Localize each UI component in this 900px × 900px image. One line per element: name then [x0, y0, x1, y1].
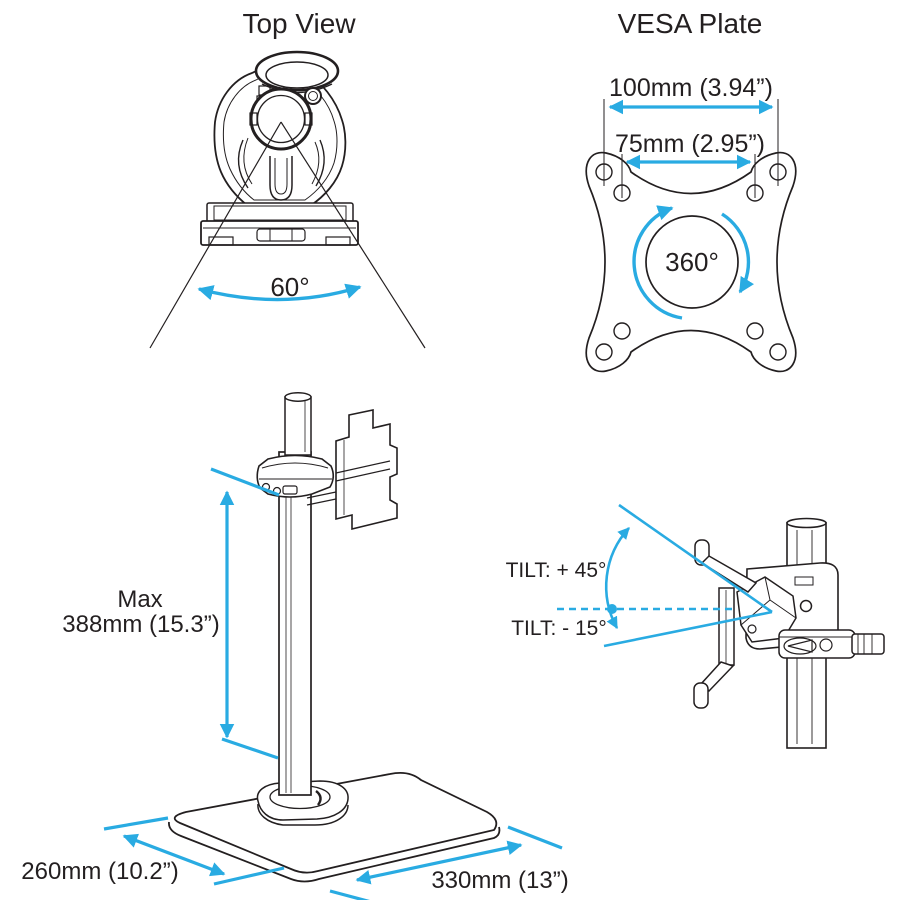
height-dim-tick-top [210, 467, 280, 497]
tilt-clamp-cam-detail [787, 639, 813, 653]
tilt-beak-screw [747, 624, 757, 634]
top-view-swivel-line-left [149, 121, 282, 349]
height-label-line2: 388mm (15.3”) [62, 611, 219, 638]
stand-pole-top [284, 396, 312, 456]
tilt-bracket-arm-top [700, 555, 758, 593]
top-view-ring-tab-right [304, 112, 313, 126]
vesa-hole-inner-bl [613, 322, 631, 340]
vesa-hole-inner-br [746, 322, 764, 340]
stand-bracket-midbar [335, 460, 391, 482]
top-view-ring-tab-left [249, 112, 258, 126]
tilt-drawing [693, 517, 885, 749]
top-view-foot-right [325, 236, 351, 246]
stand-panel: Max 388mm (15.3”) 260mm (10.2”) 330mm (1… [21, 392, 569, 900]
top-view-foot-left [208, 236, 234, 246]
tilt-lever-grooves [857, 634, 873, 654]
stand-collar [256, 454, 335, 498]
tilt-head-hole [799, 599, 813, 613]
stand-pole [278, 451, 312, 796]
top-view-side-knob [304, 87, 322, 105]
stand-bracket-flange-left [306, 491, 337, 506]
top-view-base-slot [256, 228, 306, 242]
top-view-arm-left2 [243, 137, 253, 185]
vesa-dim-75-label: 75mm (2.95”) [615, 130, 765, 158]
top-view-side-knob-inner [308, 91, 318, 101]
tilt-clamp [778, 629, 856, 659]
top-view-u-bracket-inner [274, 158, 288, 195]
vesa-dim-100-label: 100mm (3.94”) [609, 74, 773, 102]
tilt-panel: TILT: + 45° TILT: - 15° [506, 503, 885, 749]
stand-drawing [168, 392, 501, 883]
top-view-base-upper-inner [213, 205, 347, 221]
depth-dim-arrow [122, 833, 226, 877]
top-view-arm-right [315, 139, 325, 187]
top-view-loop-inner [265, 61, 329, 89]
swivel-arc-arrow [197, 283, 362, 302]
vesa-plate-drawing [585, 151, 797, 373]
stand-pole-cap [284, 392, 312, 402]
width-dim-tick-back [507, 825, 563, 850]
stand-mount-ring-shade [315, 790, 322, 806]
top-view-base-lower [200, 220, 359, 246]
width-dim-tick-front [329, 889, 370, 900]
top-view-drawing [149, 50, 426, 349]
tilt-head-tab [794, 576, 814, 586]
rotation-angle-label: 360° [665, 247, 719, 277]
vesa-hole-inner-tr [746, 184, 764, 202]
rotation-arc-left [632, 205, 683, 320]
tilt-clamp-cam [783, 637, 817, 655]
swivel-angle-label: 60° [270, 272, 309, 302]
stand-mount-skirt [257, 803, 349, 826]
vesa-hole-outer-bl [595, 343, 613, 361]
height-dim-tick-bottom [221, 737, 279, 760]
height-label-line1: Max [117, 586, 162, 613]
top-view-u-bracket [269, 156, 293, 201]
depth-dim-tick-back [103, 816, 169, 831]
vesa-hole-outer-tl [595, 163, 613, 181]
stand-collar-latch [282, 485, 298, 495]
vesa-plate-panel: VESA Plate 100mm (3.94”) 75mm (2.95”) 36… [585, 8, 797, 373]
tilt-upper-angle-line [618, 503, 773, 614]
tilt-bracket-arm-bottom [699, 661, 735, 693]
top-view-panel: Top View [149, 8, 426, 349]
tilt-lever [851, 633, 885, 655]
top-view-arm-right2 [311, 141, 320, 185]
vesa-hole-outer-tr [769, 163, 787, 181]
stand-collar-top-arc [261, 462, 329, 469]
vesa-center-circle [645, 215, 739, 309]
top-view-loop-outer [254, 50, 340, 92]
vesa-plate-title: VESA Plate [618, 8, 763, 39]
tilt-pole-cap [786, 517, 827, 529]
rotation-arc-right [721, 212, 755, 294]
tilt-bracket-plate [718, 587, 735, 666]
top-view-swivel-line-right [280, 121, 426, 349]
depth-dim-tick-front [213, 866, 285, 886]
tilt-lower-angle-line [603, 610, 773, 648]
top-view-title: Top View [242, 8, 356, 39]
vesa-hole-inner-tl [613, 184, 631, 202]
vesa-hole-outer-br [769, 343, 787, 361]
stand-base-thickness [168, 821, 501, 883]
width-label: 330mm (13”) [431, 867, 568, 894]
vesa-plate-outline [585, 151, 797, 373]
tilt-down-label: TILT: - 15° [511, 617, 607, 640]
top-view-center-ring [249, 87, 313, 151]
tilt-bracket-hook-bottom [693, 682, 709, 709]
depth-label: 260mm (10.2”) [21, 858, 178, 885]
width-dim-arrow [355, 840, 523, 885]
tilt-clamp-bolt [819, 638, 833, 652]
tilt-up-label: TILT: + 45° [506, 559, 607, 582]
tilt-range-arc-arrow [604, 527, 630, 630]
stand-bracket-plate [335, 409, 398, 531]
